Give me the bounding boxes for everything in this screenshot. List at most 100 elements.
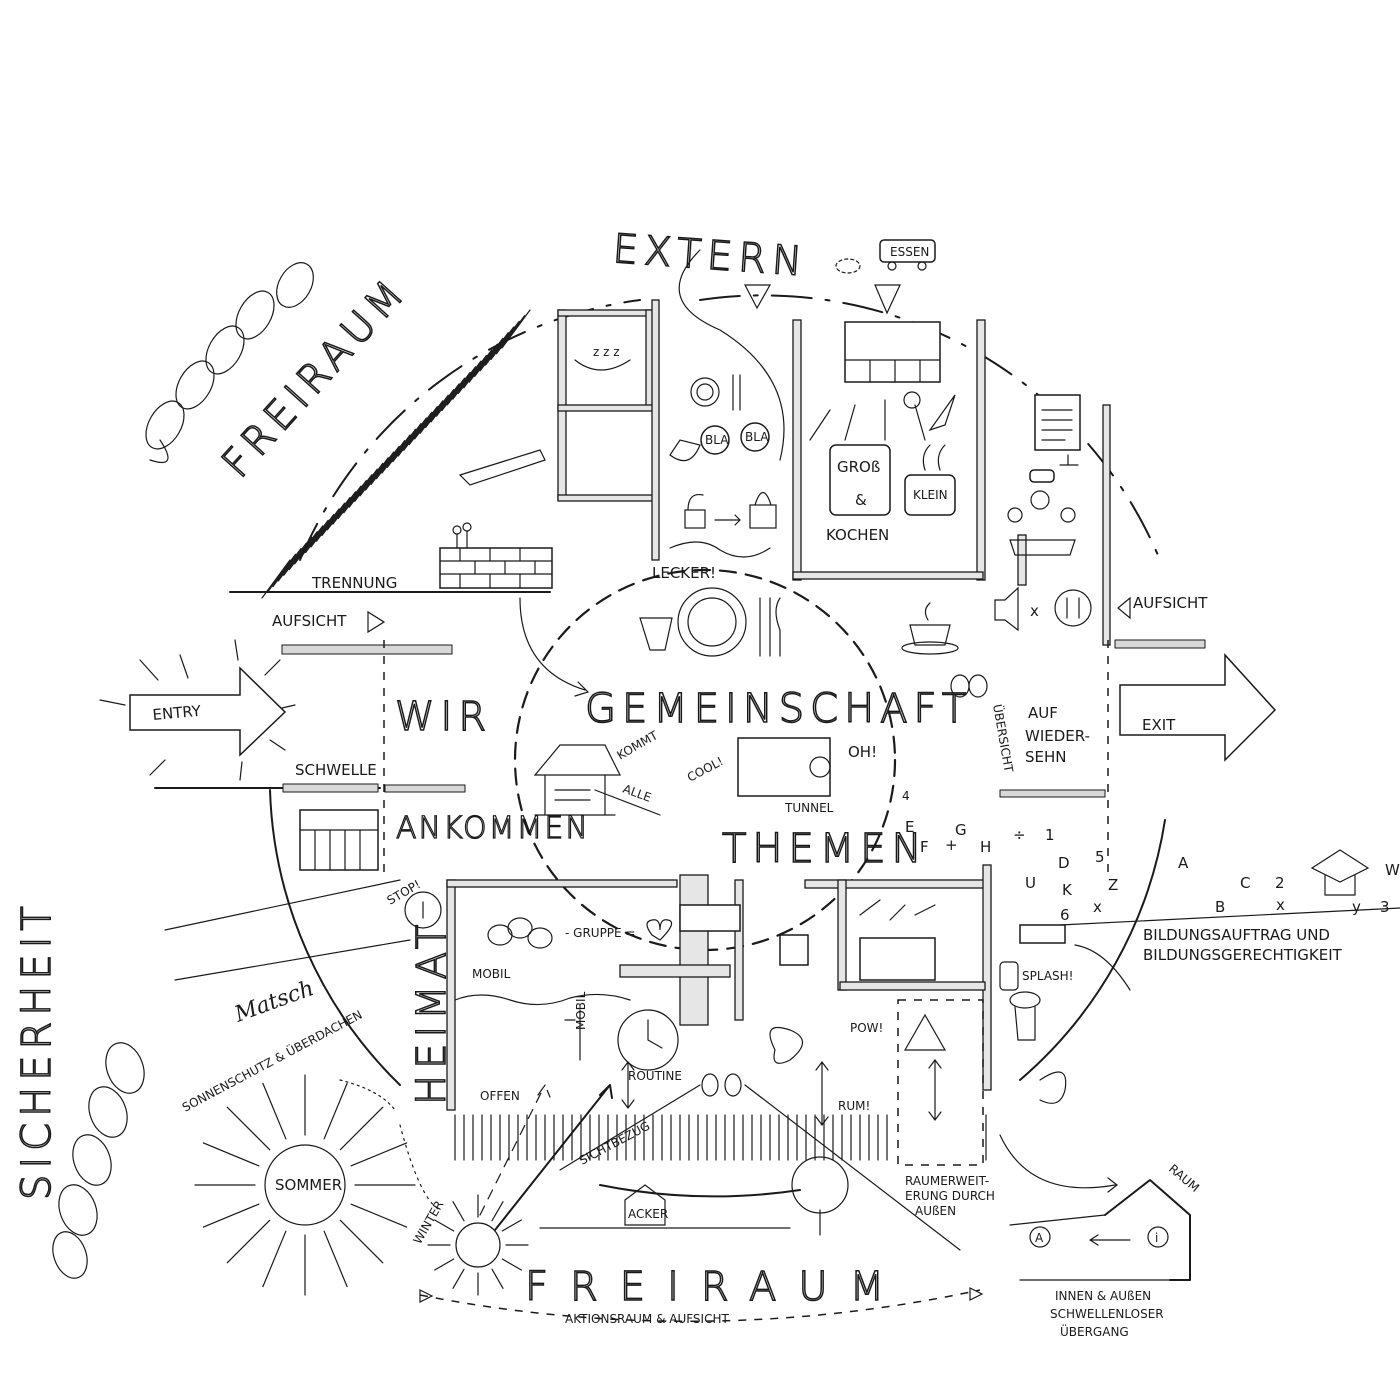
tunnel-box xyxy=(737,737,831,797)
raumerw-label-1: RAUMERWEIT- xyxy=(905,1174,989,1188)
math-sign: 3 xyxy=(1380,898,1390,916)
info-icon-stop xyxy=(404,891,442,929)
math-sign: 2 xyxy=(1275,874,1285,892)
a-label: A xyxy=(1035,1231,1044,1245)
fence xyxy=(454,1114,987,1161)
sicherheit-label: SICHERHEIT xyxy=(14,900,60,1200)
sonnenschutz-label: SONNENSCHUTZ & ÜBERDACHEN xyxy=(179,1006,365,1115)
eyes-icon xyxy=(701,1073,742,1097)
i-label: i xyxy=(1155,1231,1158,1245)
sichtbezug-label: SICHTBEZUG xyxy=(577,1119,652,1168)
innen-label-1: INNEN & AUßEN xyxy=(1055,1289,1151,1303)
math-sign: G xyxy=(955,821,967,839)
aufsicht-right-label: AUFSICHT xyxy=(1133,594,1208,612)
math-sign: E xyxy=(905,818,914,836)
plate-icon xyxy=(690,377,720,407)
innen-label-2: SCHWELLENLOSER xyxy=(1050,1307,1164,1321)
x-label: x xyxy=(1030,602,1039,620)
math-sign: H xyxy=(980,838,991,856)
mobil-label-2: MOBIL xyxy=(574,991,588,1030)
market-stall-icon xyxy=(533,744,621,816)
heimat-label: HEIMAT xyxy=(409,919,455,1105)
math-sign: C xyxy=(1240,874,1250,892)
house-icon: A i xyxy=(1009,1179,1191,1281)
math-sign: x xyxy=(1276,896,1285,914)
math-sign: K xyxy=(1062,881,1073,899)
splash-label: SPLASH! xyxy=(1022,969,1073,983)
gruppe-label: - GRUPPE = xyxy=(565,926,636,940)
schwelle-label: SCHWELLE xyxy=(295,761,377,779)
entry-arrow: ENTRY xyxy=(99,639,296,781)
math-sign: Z xyxy=(1108,876,1118,894)
math-sign: y xyxy=(1352,898,1361,916)
bla-bubble-2: BLA xyxy=(745,430,769,444)
math-sign: + xyxy=(945,836,958,854)
offen-label: OFFEN xyxy=(480,1089,520,1103)
routine-label: ROUTINE xyxy=(628,1069,682,1083)
math-sign: ÷ xyxy=(1013,826,1026,844)
raumerweiterung-box xyxy=(897,999,984,1166)
lecker-label: LECKER! xyxy=(652,564,716,582)
math-sign: A xyxy=(1178,854,1189,872)
uebersicht-label: ÜBERSICHT xyxy=(990,703,1018,774)
math-sign: F xyxy=(920,838,929,856)
bla-bubble-1: BLA xyxy=(705,433,729,447)
rum-label: RUM! xyxy=(838,1099,870,1113)
freiraum-bottom-label: FREIRAUM xyxy=(525,1264,906,1310)
raumerw-label-2: ERUNG DURCH xyxy=(905,1189,995,1203)
pause-icon xyxy=(1054,589,1092,627)
and-label: & xyxy=(855,491,867,509)
trennung-label: TRENNUNG xyxy=(311,574,397,592)
auf-label: AUF xyxy=(1028,704,1058,722)
four-label: 4 xyxy=(902,789,910,803)
pow-label: POW! xyxy=(850,1021,883,1035)
bush-group-left xyxy=(52,1042,145,1279)
math-sign: x xyxy=(1093,898,1102,916)
entry-label: ENTRY xyxy=(152,702,203,724)
themen-label: THEMEN xyxy=(722,826,928,872)
winter-label: WINTER xyxy=(410,1198,446,1246)
truck-icon: ESSEN xyxy=(835,239,936,274)
mobil-label-1: MOBIL xyxy=(472,967,511,981)
math-sign: W xyxy=(1385,861,1400,879)
math-sign: 5 xyxy=(1095,848,1105,866)
essen-label: ESSEN xyxy=(890,245,929,259)
cutlery-icon xyxy=(639,587,781,657)
extern-curve-arrow xyxy=(678,249,785,461)
bildung-label-2: BILDUNGSGERECHTIGKEIT xyxy=(1143,946,1343,964)
freiraum-top-label: FREIRAUM xyxy=(213,268,417,487)
toilet-icon xyxy=(999,961,1041,1041)
sun-icon xyxy=(194,1074,416,1296)
group-icons xyxy=(487,917,553,949)
clock-icon xyxy=(617,1009,679,1071)
klein-label: KLEIN xyxy=(913,488,948,502)
kochen-label: KOCHEN xyxy=(826,526,889,544)
kommt-label: KOMMT xyxy=(615,728,661,763)
brick-wall-icon xyxy=(439,522,553,589)
pot-icon: GROß & KLEIN xyxy=(829,444,956,516)
gemeinschaft-label: GEMEINSCHAFT xyxy=(585,686,972,732)
wieder-label: WIEDER- xyxy=(1025,727,1090,745)
aktionsraum-label: AKTIONSRAUM & AUFSICHT xyxy=(565,1312,729,1326)
coffee-cup-icon xyxy=(901,602,959,655)
heart-icon xyxy=(646,919,673,941)
math-sign: 1 xyxy=(1045,826,1055,844)
math-sign: U xyxy=(1025,874,1036,892)
aufsicht-left-label: AUFSICHT xyxy=(272,612,347,630)
innen-label-3: ÜBERGANG xyxy=(1060,1323,1129,1339)
sommer-label: SOMMER xyxy=(275,1176,342,1194)
wir-label: WIR xyxy=(395,694,492,740)
bush-group-top xyxy=(145,262,314,464)
exit-label: EXIT xyxy=(1142,716,1176,734)
cool-label: COOL! xyxy=(685,754,726,785)
exit-arrow: EXIT xyxy=(1119,653,1277,762)
matsch-label: Matsch xyxy=(231,976,318,1028)
ankommen-label: ANKOMMEN xyxy=(396,811,590,846)
sehn-label: SEHN xyxy=(1025,748,1067,766)
extern-label: EXTERN xyxy=(611,226,809,286)
graduation-cap-icon xyxy=(1310,849,1370,896)
hatch-area xyxy=(261,309,531,599)
acker-house-icon: ACKER xyxy=(624,1184,668,1226)
